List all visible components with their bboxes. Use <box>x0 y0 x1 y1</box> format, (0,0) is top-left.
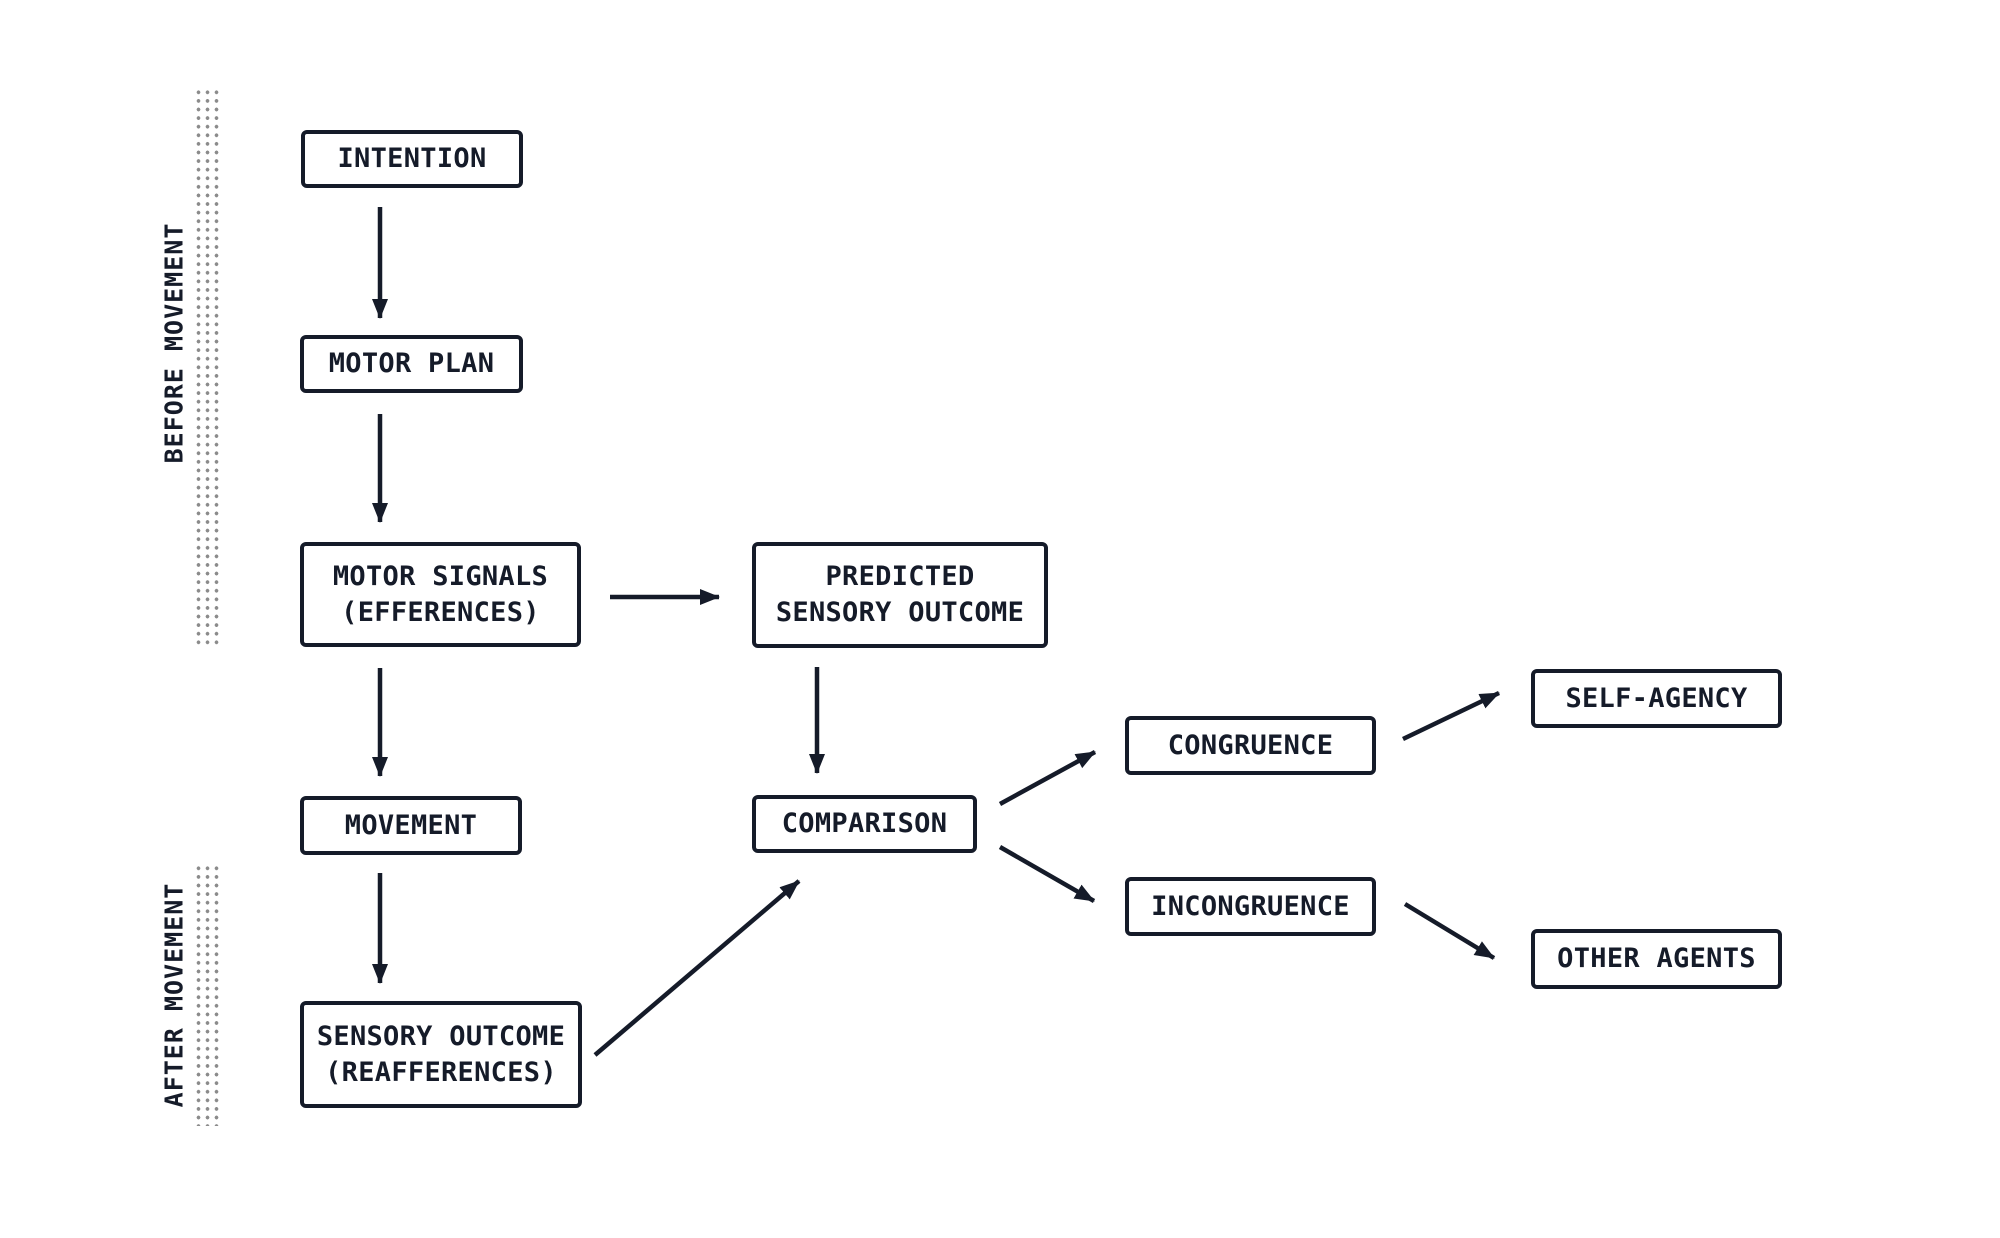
section-label-before-movement: BEFORE MOVEMENT <box>159 222 189 464</box>
node-intention: INTENTION <box>301 130 523 188</box>
node-self-agency: SELF-AGENCY <box>1531 669 1782 728</box>
node-label: INCONGRUENCE <box>1151 890 1350 922</box>
arrow-sensory-outcome-to-comparison <box>593 879 801 1057</box>
arrow-congruence-to-self-agency <box>1402 690 1500 742</box>
node-label-line2: SENSORY OUTCOME <box>775 597 1025 628</box>
node-comparison: COMPARISON <box>752 795 977 853</box>
node-label: CONGRUENCE <box>1167 729 1334 761</box>
node-other-agents: OTHER AGENTS <box>1531 929 1782 989</box>
node-label-line2: (REAFFERENCES) <box>325 1056 557 1088</box>
node-label-line1: SENSORY OUTCOME <box>316 1020 566 1052</box>
node-label: COMPARISON <box>781 808 948 839</box>
node-predicted-sensory-outcome: PREDICTED SENSORY OUTCOME <box>752 542 1048 648</box>
node-label: SELF-AGENCY <box>1565 682 1748 714</box>
node-label-line1: PREDICTED <box>825 561 975 592</box>
node-motor-signals: MOTOR SIGNALS (EFFERENCES) <box>300 542 581 647</box>
section-label-after-movement: AFTER MOVEMENT <box>159 882 189 1108</box>
node-movement: MOVEMENT <box>300 796 522 855</box>
node-label: MOVEMENT <box>344 809 478 841</box>
node-motor-plan: MOTOR PLAN <box>300 335 523 393</box>
node-label-line1: MOTOR SIGNALS <box>332 560 549 592</box>
node-label-line2: (EFFERENCES) <box>341 596 540 628</box>
node-label: MOTOR PLAN <box>328 348 495 379</box>
arrow-comparison-to-incongruence <box>998 845 1096 903</box>
node-incongruence: INCONGRUENCE <box>1125 877 1376 936</box>
arrow-comparison-to-congruence <box>998 750 1097 806</box>
dotted-strip-before-movement <box>194 88 221 648</box>
dotted-strip-after-movement <box>194 864 221 1126</box>
arrow-incongruence-to-other-agents <box>1403 902 1496 960</box>
node-label: INTENTION <box>337 143 487 174</box>
node-congruence: CONGRUENCE <box>1125 716 1376 775</box>
node-label: OTHER AGENTS <box>1557 943 1756 974</box>
node-sensory-outcome: SENSORY OUTCOME (REAFFERENCES) <box>300 1001 582 1108</box>
